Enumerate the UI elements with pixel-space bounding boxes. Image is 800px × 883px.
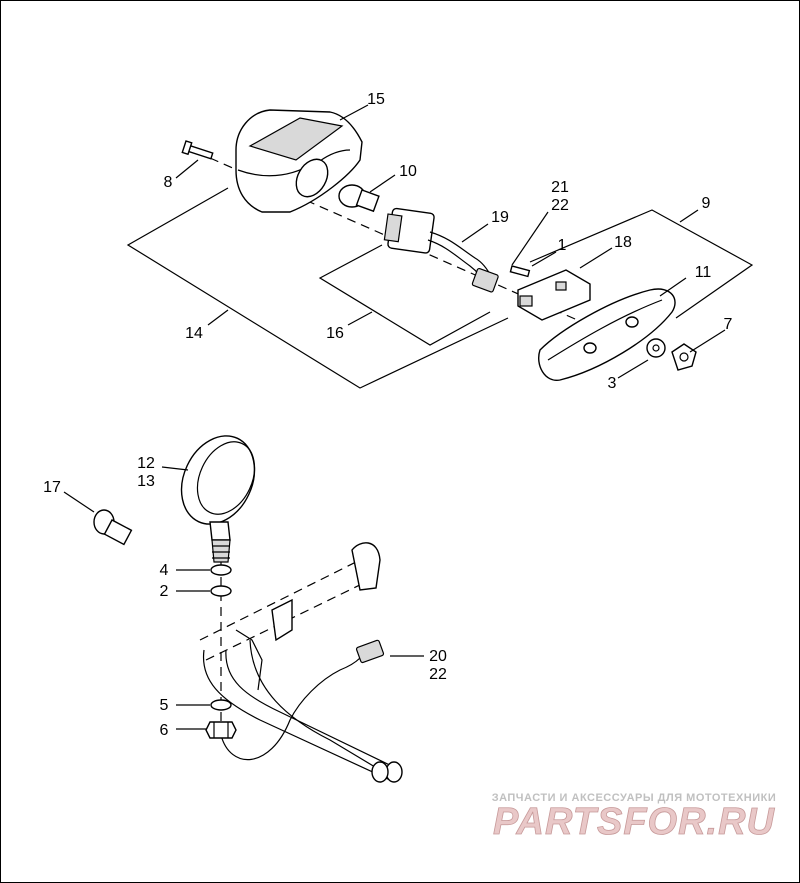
bracket-18	[517, 269, 591, 321]
callout-13: 13	[137, 473, 155, 490]
lamp-12-13	[180, 435, 256, 541]
nut-6	[205, 721, 237, 739]
bulb-17	[93, 509, 133, 546]
callout-2: 2	[160, 583, 169, 600]
base-11	[538, 288, 676, 381]
callout-10: 10	[399, 163, 417, 180]
washer-2	[210, 585, 232, 597]
mount-bracket	[199, 542, 403, 783]
washer-5	[210, 699, 232, 711]
socket-19	[383, 207, 493, 289]
washer-3-hole	[652, 344, 660, 352]
callout-15: 15	[367, 91, 385, 108]
screw-8	[181, 140, 214, 160]
callout-21: 21	[551, 179, 569, 196]
group-bracket-16	[318, 244, 491, 346]
callout-19: 19	[491, 209, 509, 226]
callout-9: 9	[702, 195, 711, 212]
leader-lines	[63, 104, 726, 730]
threaded-stud	[211, 539, 231, 563]
callout-20: 20	[429, 648, 447, 665]
group-bracket-9	[529, 209, 754, 319]
callout-3: 3	[608, 375, 617, 392]
callout-4: 4	[160, 562, 169, 579]
watermark-tagline: ЗАПЧАСТИ И АКСЕССУАРЫ ДЛЯ МОТОТЕХНИКИ	[492, 792, 777, 804]
callout-1: 1	[558, 237, 567, 254]
washer-3	[646, 338, 666, 358]
callout-6: 6	[160, 722, 169, 739]
group-bracket-14	[126, 187, 509, 389]
callout-14: 14	[185, 325, 203, 342]
callout-22-lower: 22	[429, 666, 447, 683]
callout-11: 11	[695, 264, 712, 281]
callout-22-upper: 22	[551, 197, 569, 214]
bulb-10	[338, 184, 380, 213]
callout-17: 17	[43, 479, 61, 496]
wire-connector-20-22	[220, 639, 385, 761]
callout-7: 7	[724, 316, 733, 333]
callout-16: 16	[326, 325, 344, 342]
callout-12: 12	[137, 455, 155, 472]
lamp-housing-15	[235, 109, 363, 213]
connector-21-22	[471, 267, 499, 293]
watermark-logo: PARTSFOR.RU	[493, 801, 775, 843]
callout-18: 18	[614, 234, 632, 251]
screw-1	[509, 265, 531, 278]
callout-5: 5	[160, 697, 169, 714]
nut-7	[671, 343, 697, 371]
washer-4	[210, 564, 232, 576]
callout-8: 8	[164, 174, 173, 191]
